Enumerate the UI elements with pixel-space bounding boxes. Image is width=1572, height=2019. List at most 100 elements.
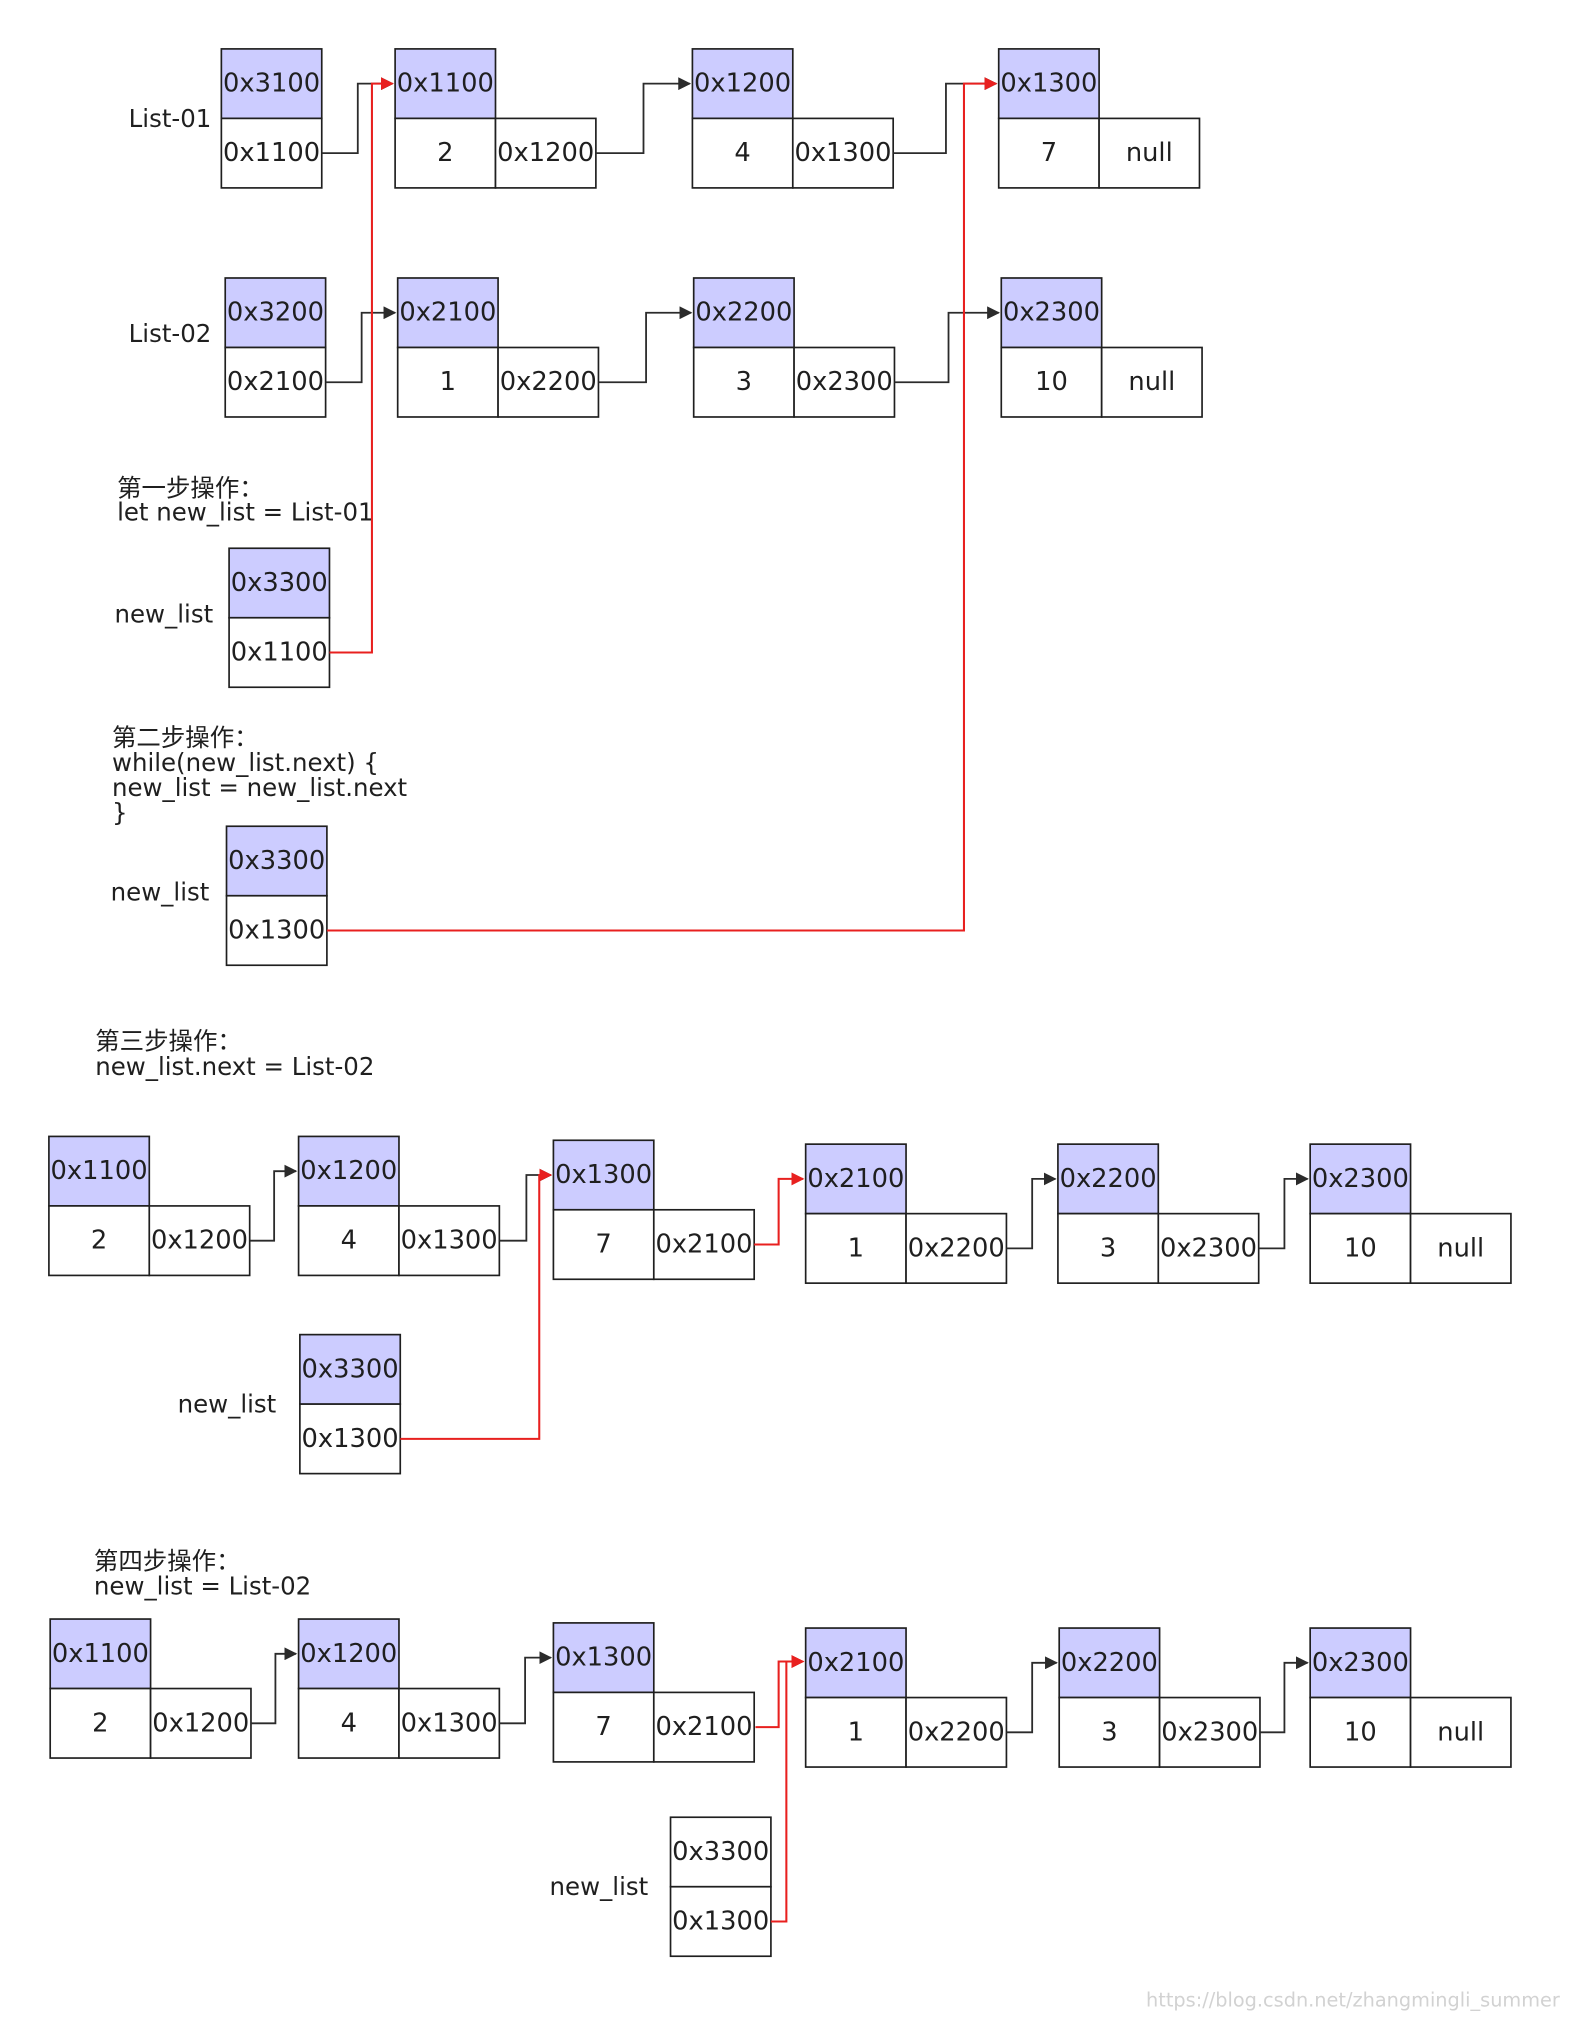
new-list-label: new_list <box>111 877 210 906</box>
node-address-box <box>691 48 794 120</box>
node-address: 0x2300 <box>1312 1648 1409 1678</box>
highlight-pointer-arrow <box>770 1655 805 1923</box>
node-value-box <box>48 1205 151 1277</box>
next-pointer-arrow <box>1258 1172 1309 1250</box>
node-address: 0x1200 <box>300 1639 397 1669</box>
node-value: 3 <box>736 367 752 397</box>
next-pointer-arrow <box>1259 1656 1309 1734</box>
node-value: 2 <box>92 1708 108 1738</box>
node-address: 0x2100 <box>807 1164 904 1194</box>
node-next: 0x2100 <box>655 1230 752 1260</box>
node-next: 0x1300 <box>794 138 891 168</box>
pointer-address-box <box>220 48 323 120</box>
pointer-address-box <box>224 277 327 349</box>
node-address: 0x1100 <box>397 69 494 99</box>
node-value: 3 <box>1100 1233 1116 1263</box>
node-address: 0x2200 <box>695 298 792 328</box>
watermark-text: https://blog.csdn.net/zhangmingli_summer <box>1146 1988 1560 2011</box>
pointer-value-box <box>228 616 331 689</box>
node-next-box <box>494 117 597 189</box>
pointer-value-box <box>224 346 327 418</box>
node-value-box <box>804 1212 907 1284</box>
step-text-line: new_list = new_list.next <box>112 773 407 802</box>
node-next: 0x2100 <box>655 1712 752 1742</box>
node-address-box <box>297 1618 400 1690</box>
node-address-box <box>804 1627 907 1699</box>
node-value: 10 <box>1035 367 1068 397</box>
node-address: 0x2300 <box>1003 298 1100 328</box>
pointer-value: 0x1100 <box>231 638 328 668</box>
node-value-box <box>1057 1212 1160 1284</box>
node-next-box <box>398 1205 501 1277</box>
node-next-box <box>1409 1212 1512 1284</box>
next-pointer-arrow <box>499 1651 553 1725</box>
node-address-box <box>552 1139 655 1211</box>
node-address-box <box>1000 277 1103 349</box>
node-next: 0x2200 <box>500 367 597 397</box>
node-next-box <box>1409 1696 1512 1768</box>
node-value: 4 <box>341 1708 357 1738</box>
node-value-box <box>1000 346 1103 418</box>
pointer-address: 0x3300 <box>302 1354 399 1384</box>
node-address: 0x1300 <box>1000 69 1097 99</box>
step-text-line: new_list = List-02 <box>94 1572 311 1601</box>
step-text-line: } <box>112 798 128 827</box>
node-address: 0x1200 <box>300 1156 397 1186</box>
step-text-line: 第四步操作： <box>94 1547 241 1576</box>
pointer-address-box <box>299 1333 402 1405</box>
node-address-box <box>396 277 499 349</box>
node-next: 0x1300 <box>401 1708 498 1738</box>
highlight-pointer-arrow <box>755 1655 805 1729</box>
node-next-box <box>398 1687 501 1759</box>
node-value-box <box>297 1205 400 1277</box>
node-address: 0x2100 <box>807 1648 904 1678</box>
node-address-box <box>552 1622 655 1694</box>
step-text-line: new_list.next = List-02 <box>95 1052 374 1081</box>
list01-label: List-01 <box>129 104 212 133</box>
node-next-box <box>791 117 895 189</box>
next-pointer-arrow <box>250 1647 298 1725</box>
node-address: 0x1100 <box>51 1156 148 1186</box>
node-value: 10 <box>1344 1717 1377 1747</box>
node-next: null <box>1437 1717 1484 1747</box>
pointer-address: 0x3100 <box>223 69 320 99</box>
node-value-box <box>692 346 795 418</box>
node-next: 0x2300 <box>1160 1233 1257 1263</box>
node-next-box <box>905 1212 1008 1284</box>
next-pointer-arrow <box>894 306 1000 384</box>
pointer-address: 0x3200 <box>227 298 324 328</box>
pointer-address: 0x3300 <box>228 846 325 876</box>
node-address-box <box>48 1135 151 1207</box>
pointer-address-box <box>669 1816 772 1888</box>
step-text-line: let new_list = List-01 <box>117 498 373 527</box>
node-address: 0x2100 <box>399 298 496 328</box>
node-address: 0x1300 <box>555 1160 652 1190</box>
new-list-label: new_list <box>178 1390 277 1419</box>
list02-label: List-02 <box>129 319 212 348</box>
node-next-box <box>497 346 600 418</box>
node-value: 4 <box>734 138 750 168</box>
node-value: 7 <box>595 1712 611 1742</box>
node-value: 1 <box>848 1233 864 1263</box>
node-value: 10 <box>1344 1233 1377 1263</box>
next-pointer-arrow <box>893 77 998 155</box>
node-address-box <box>1309 1627 1412 1699</box>
node-next: null <box>1128 367 1175 397</box>
highlight-pointer-arrow <box>329 77 394 654</box>
step-text-line: while(new_list.next) { <box>112 748 379 777</box>
node-value-box <box>691 117 794 189</box>
node-value: 7 <box>595 1230 611 1260</box>
next-pointer-arrow <box>325 306 397 384</box>
step-text-line: 第一步操作： <box>117 473 264 502</box>
node-value-box <box>1309 1212 1412 1284</box>
next-pointer-arrow <box>249 1164 298 1242</box>
node-value: 1 <box>440 367 456 397</box>
pointer-value-box <box>299 1403 402 1475</box>
pointer-value-box <box>225 894 328 967</box>
node-next: 0x2200 <box>908 1717 1005 1747</box>
pointer-address-box <box>228 547 331 619</box>
node-next: 0x1200 <box>152 1708 249 1738</box>
pointer-value: 0x1300 <box>672 1906 769 1936</box>
node-address: 0x2200 <box>1060 1164 1157 1194</box>
